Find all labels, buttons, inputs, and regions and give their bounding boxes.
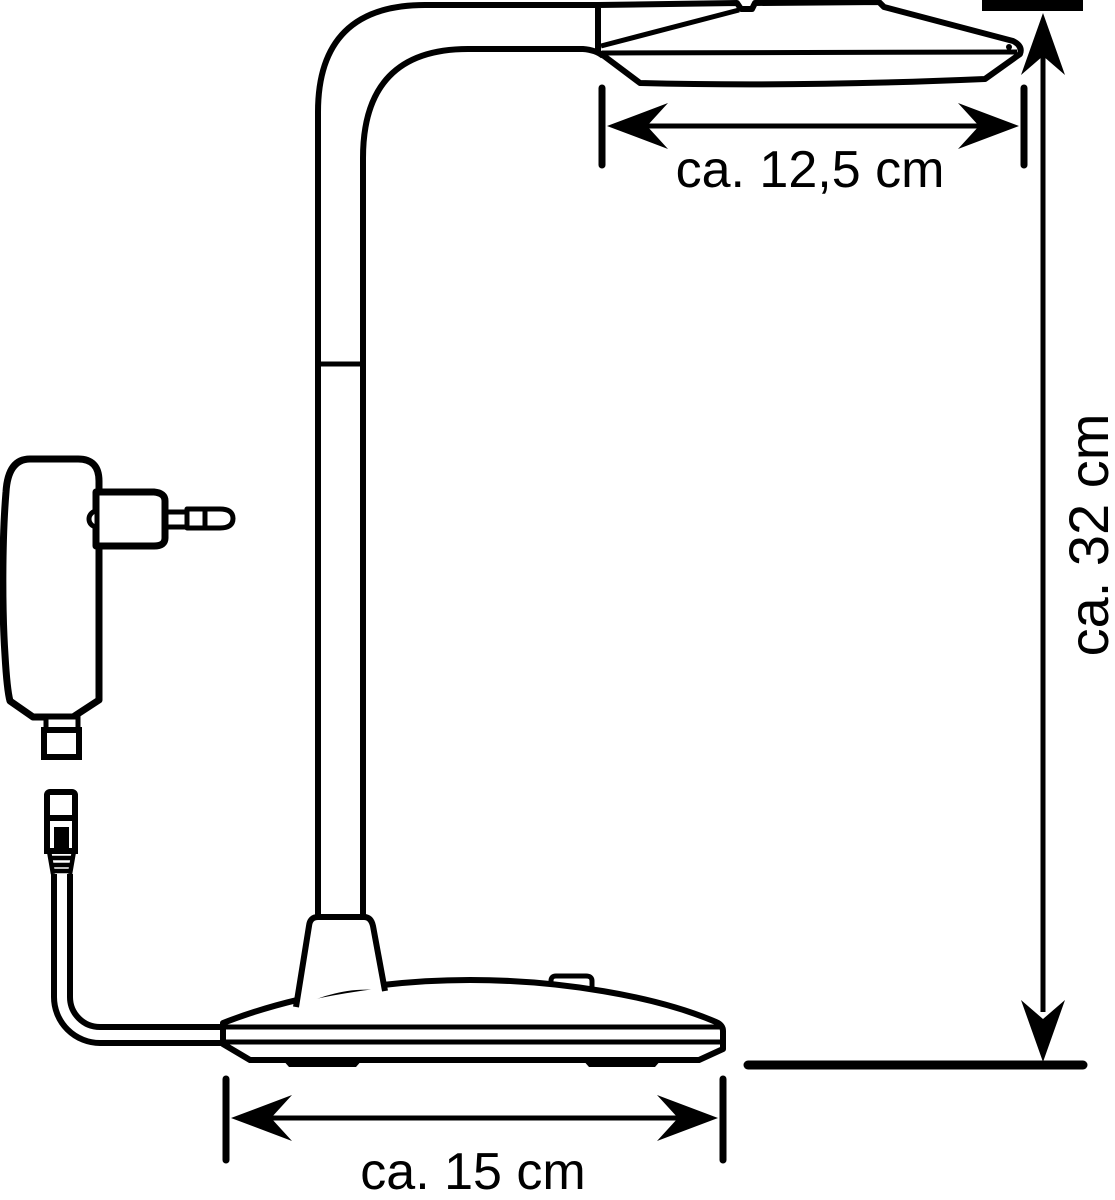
base-foot-left: [282, 1059, 363, 1067]
connector-marking: [54, 827, 69, 848]
head-dot: [1006, 44, 1012, 50]
base-foot-right: [582, 1059, 662, 1067]
power-cable: [51, 874, 230, 1046]
power-adapter: [0, 455, 236, 760]
reference-bar-top: [982, 0, 1083, 11]
gooseneck-arm: [315, 2, 605, 918]
dimension-label-height: ca. 32 cm: [1057, 414, 1115, 657]
dimension-base-width: ca. 15 cm: [222, 1075, 727, 1200]
plug-notch: [86, 508, 100, 530]
head-bevel-line: [600, 7, 740, 49]
euro-plug-block: [92, 488, 169, 550]
arrowhead-up: [1021, 13, 1065, 75]
arrowhead-left: [607, 103, 668, 149]
dimension-head-width: ca. 12,5 cm: [598, 84, 1028, 199]
arrowhead-right: [657, 1095, 718, 1141]
plug-pin: [165, 506, 236, 531]
dimension-label-base-width: ca. 15 cm: [360, 1143, 585, 1200]
head-seam-line: [601, 49, 1018, 56]
dimension-height: ca. 32 cm: [743, 0, 1115, 1070]
arrowhead-left: [231, 1095, 292, 1141]
pole-cone-mount: [293, 914, 388, 1008]
dc-connector: [44, 789, 78, 875]
adapter-strain-relief: [41, 714, 82, 760]
lamp-base: [220, 977, 726, 1067]
arrowhead-down: [1021, 1000, 1065, 1062]
lamp-head: [595, 0, 1024, 88]
dimension-label-head-width: ca. 12,5 cm: [676, 141, 945, 199]
arrowhead-right: [958, 103, 1019, 149]
adapter-body: [0, 455, 103, 721]
